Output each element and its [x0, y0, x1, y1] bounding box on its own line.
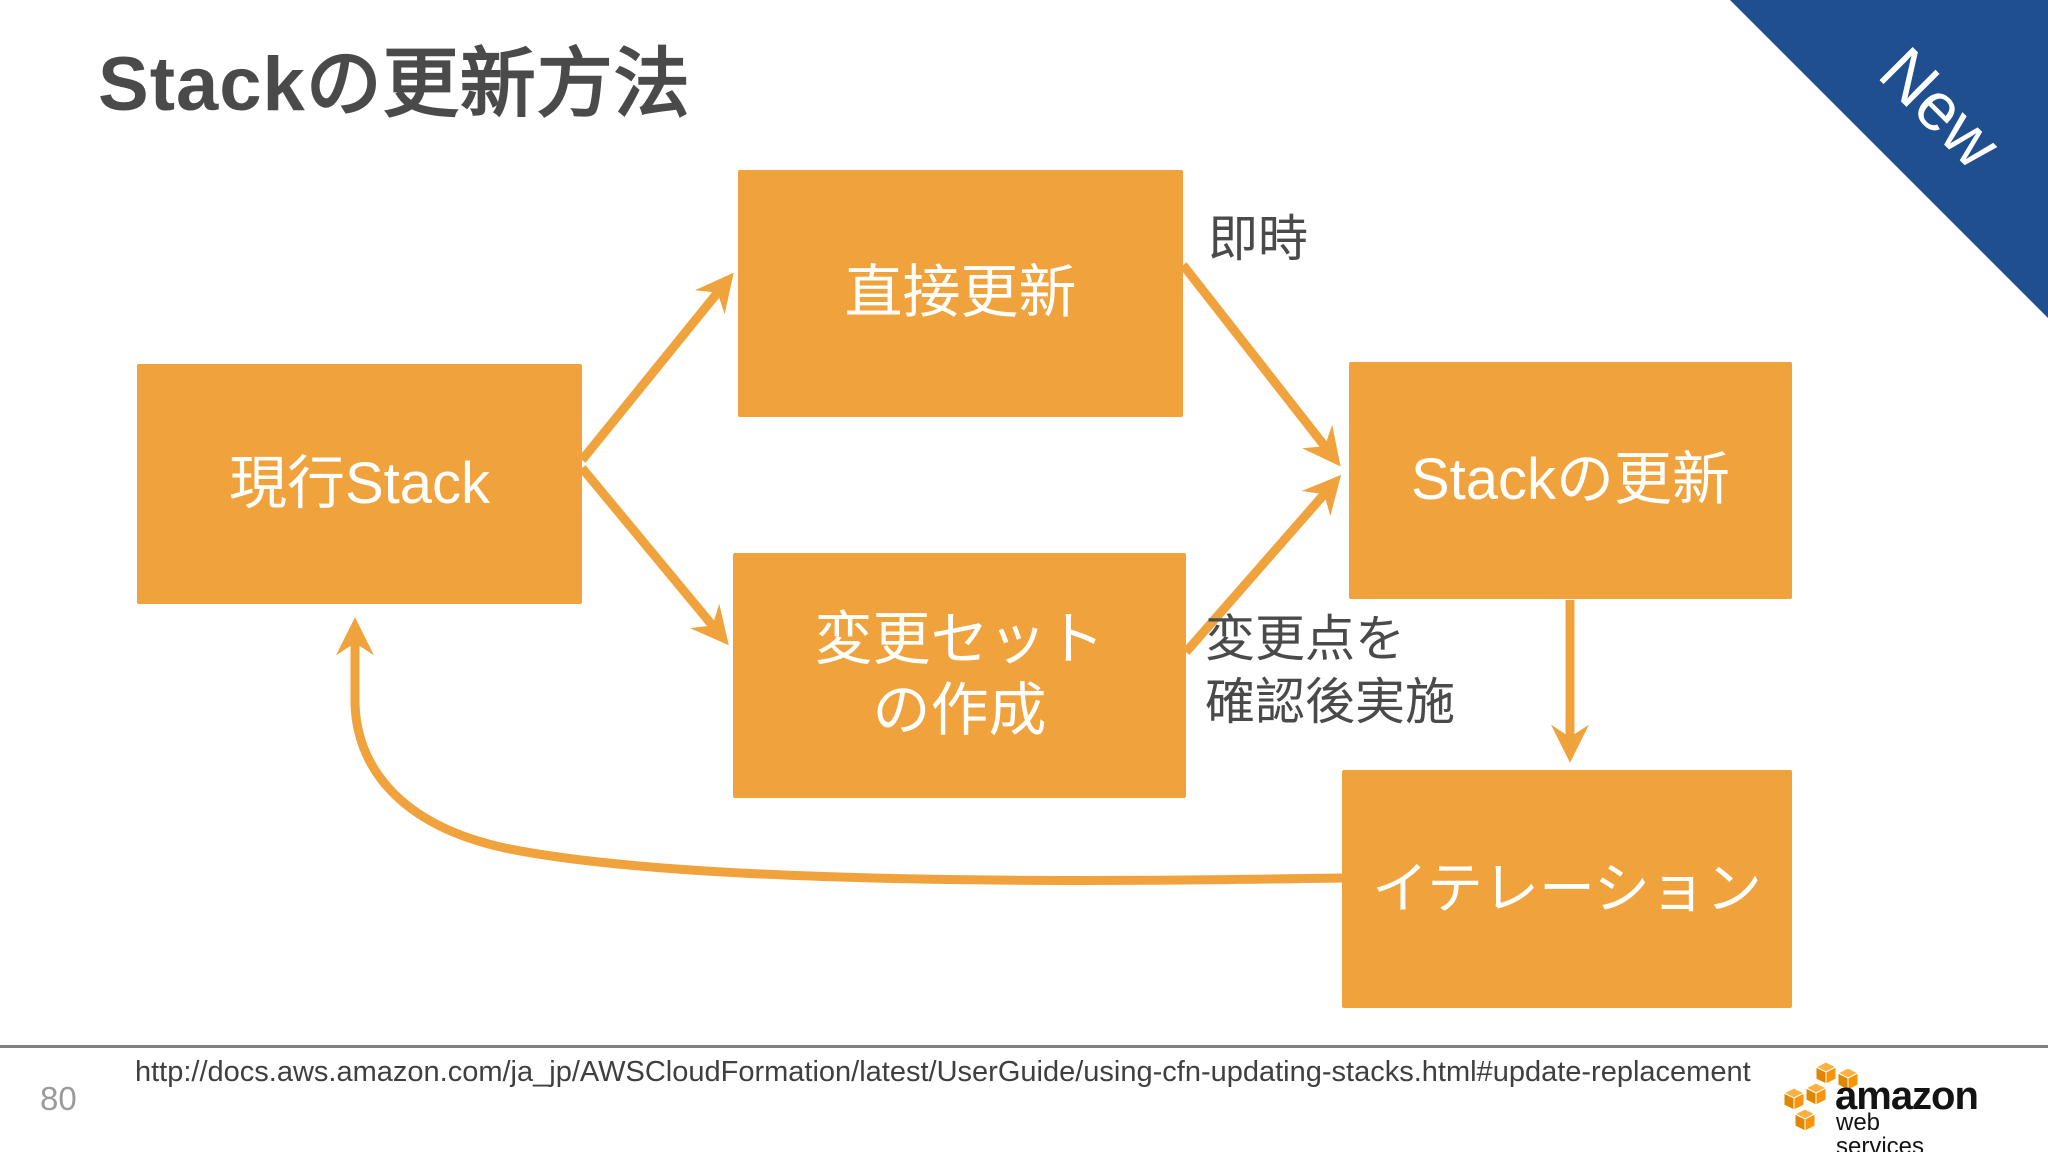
node-change-set-label: 変更セット の作成	[814, 606, 1105, 743]
footer-divider	[0, 1045, 2048, 1048]
node-iteration-label: イテレーション	[1372, 856, 1762, 920]
new-ribbon-label: New	[1865, 33, 2016, 184]
page-number: 80	[40, 1080, 77, 1117]
page-title: Stackの更新方法	[98, 42, 691, 127]
arrow-direct-to-stackupdate	[1179, 262, 1341, 467]
new-ribbon: New	[1730, 0, 2048, 318]
node-stack-update-label: Stackの更新	[1410, 447, 1731, 513]
node-current-stack-label: 現行Stack	[228, 450, 491, 516]
node-direct-update-label: 直接更新	[844, 260, 1077, 326]
node-current-stack[interactable]: 現行Stack	[137, 364, 582, 604]
node-direct-update[interactable]: 直接更新	[738, 170, 1183, 417]
source-url-link[interactable]: http://docs.aws.amazon.com/ja_jp/AWSClou…	[135, 1056, 1751, 1088]
arrow-current-to-changeset	[578, 465, 729, 646]
node-iteration[interactable]: イテレーション	[1342, 770, 1792, 1008]
aws-logo-brand-text: amazon	[1835, 1074, 1979, 1118]
arrow-current-to-direct	[578, 272, 734, 463]
node-change-set[interactable]: 変更セット の作成	[733, 553, 1186, 798]
edge-label-immediate: 即時	[1208, 211, 1308, 267]
aws-logo-sub-text: web services	[1836, 1109, 1925, 1152]
node-stack-update[interactable]: Stackの更新	[1349, 362, 1792, 599]
edge-label-confirm: 変更点を 確認後実施	[1205, 611, 1455, 730]
aws-logo: amazon web services	[1782, 1058, 1979, 1152]
aws-cubes-icon	[1782, 1062, 1860, 1132]
